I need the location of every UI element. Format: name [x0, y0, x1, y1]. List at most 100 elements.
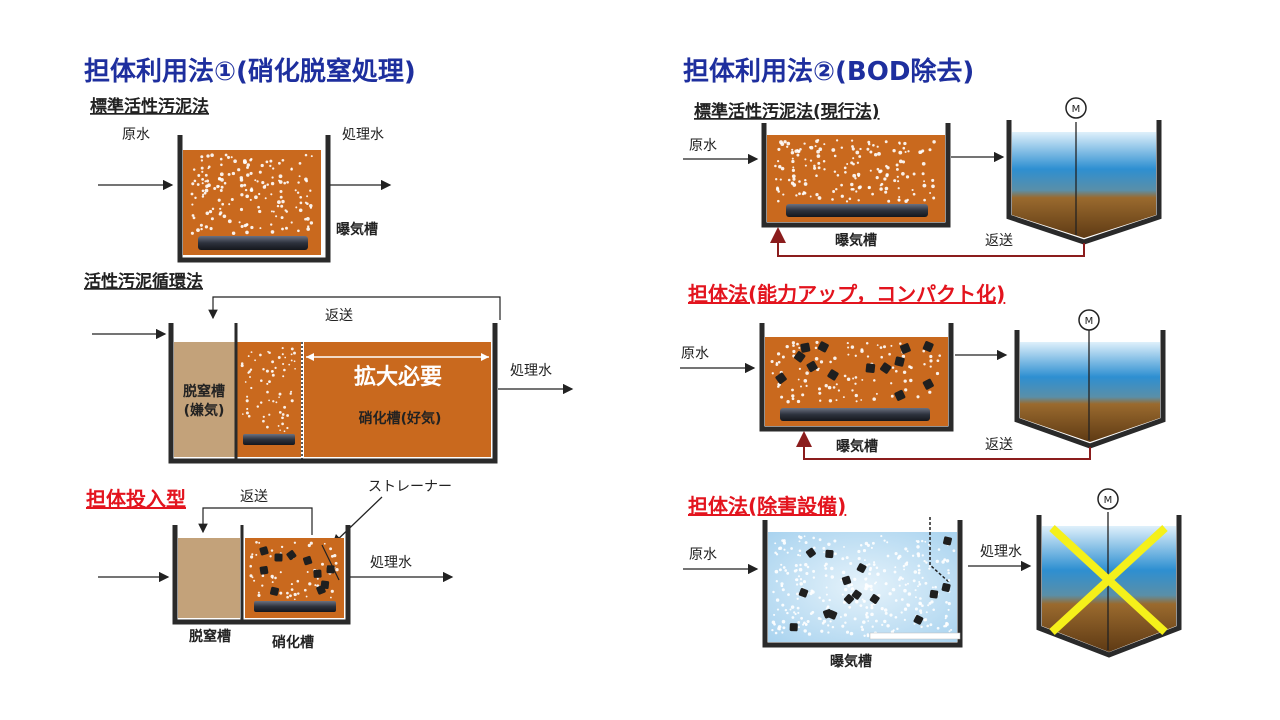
left-s3-denit-label: 脱窒槽: [189, 628, 231, 645]
bubble: [886, 554, 890, 558]
bubble: [296, 579, 300, 583]
bubble: [932, 608, 935, 611]
bubble: [248, 370, 251, 373]
bubble: [278, 174, 283, 179]
bubble: [822, 546, 826, 550]
right-s1-motor-label: M: [1072, 104, 1081, 115]
bubble: [314, 584, 317, 587]
bubble: [290, 168, 293, 171]
bubble: [869, 566, 873, 570]
bubble: [798, 180, 801, 183]
bubble: [797, 626, 800, 629]
bubble: [264, 197, 267, 200]
bubble: [833, 552, 837, 556]
bubble: [870, 546, 873, 549]
bubble: [240, 362, 244, 365]
bubble: [858, 155, 862, 158]
bubble: [277, 200, 281, 204]
bubble: [269, 159, 273, 163]
bubble: [861, 378, 864, 381]
bubble: [830, 575, 835, 579]
bubble: [904, 199, 908, 203]
left-title: 担体利用法①(硝化脱窒処理): [84, 56, 416, 87]
bubble: [773, 613, 776, 616]
right-s3-motor-icon: [1097, 488, 1119, 510]
bubble: [245, 399, 249, 403]
bubble: [290, 390, 293, 393]
bubble: [275, 215, 278, 218]
bubble: [249, 564, 252, 568]
bubble: [844, 587, 848, 592]
bubble: [929, 192, 932, 194]
bubble: [782, 626, 786, 630]
bubble: [244, 188, 248, 192]
bubble: [890, 394, 894, 398]
bubble: [847, 584, 851, 588]
bubble: [902, 564, 906, 568]
bubble: [791, 616, 795, 619]
bubble: [249, 574, 253, 578]
bubble: [259, 353, 262, 357]
left-s3-bubbles: [249, 540, 339, 601]
bubble: [230, 198, 234, 201]
bubble: [798, 192, 801, 196]
bubble: [903, 568, 906, 571]
bubble: [785, 344, 789, 349]
bubble: [840, 194, 844, 198]
bubble: [796, 597, 799, 600]
bubble: [790, 547, 793, 550]
bubble: [237, 168, 241, 172]
bubble: [782, 566, 786, 569]
bubble: [845, 630, 850, 634]
bubble: [901, 171, 905, 176]
bubble: [947, 571, 950, 575]
right-s3-tank-wall: [762, 520, 963, 648]
bubble: [304, 201, 307, 204]
carrier-media: [798, 588, 809, 598]
bubble: [820, 629, 824, 633]
bubble: [931, 184, 935, 189]
carrier-media: [869, 594, 880, 604]
bubble: [922, 349, 926, 353]
bubble: [936, 359, 940, 363]
bubble: [825, 586, 828, 589]
bubble: [286, 426, 289, 430]
bubble: [815, 340, 819, 344]
bubble: [286, 591, 289, 595]
bubble: [914, 607, 918, 611]
left-s3-tank-wall: [172, 525, 351, 625]
bubble: [850, 587, 855, 591]
bubble: [782, 541, 787, 545]
bubble: [283, 181, 287, 185]
bubble: [283, 430, 286, 433]
bubble: [827, 631, 830, 634]
bubble: [799, 385, 803, 388]
bubble: [786, 551, 789, 554]
bubble: [298, 208, 303, 213]
bubble: [884, 186, 889, 191]
bubble: [777, 147, 781, 151]
bubble: [927, 604, 930, 607]
bubble: [278, 161, 281, 165]
bubble: [258, 192, 261, 196]
bubble: [277, 356, 281, 359]
bubble: [799, 563, 802, 567]
bubble: [796, 399, 801, 404]
bubble: [789, 608, 792, 611]
bubble: [265, 369, 269, 373]
left-s2-tank-wall: [168, 323, 498, 464]
bubble: [276, 204, 280, 208]
carrier-media: [269, 586, 280, 596]
carrier-media: [880, 362, 892, 374]
bubble: [200, 166, 204, 170]
bubble: [857, 557, 861, 561]
bubble: [831, 148, 836, 152]
left-s1-heading: 標準活性汚泥法: [90, 96, 209, 117]
bubble: [874, 582, 876, 585]
bubble: [260, 163, 264, 168]
bubble: [833, 170, 837, 173]
bubble: [920, 625, 923, 629]
bubble: [284, 209, 287, 212]
bubble: [897, 187, 900, 190]
bubble: [270, 549, 274, 552]
